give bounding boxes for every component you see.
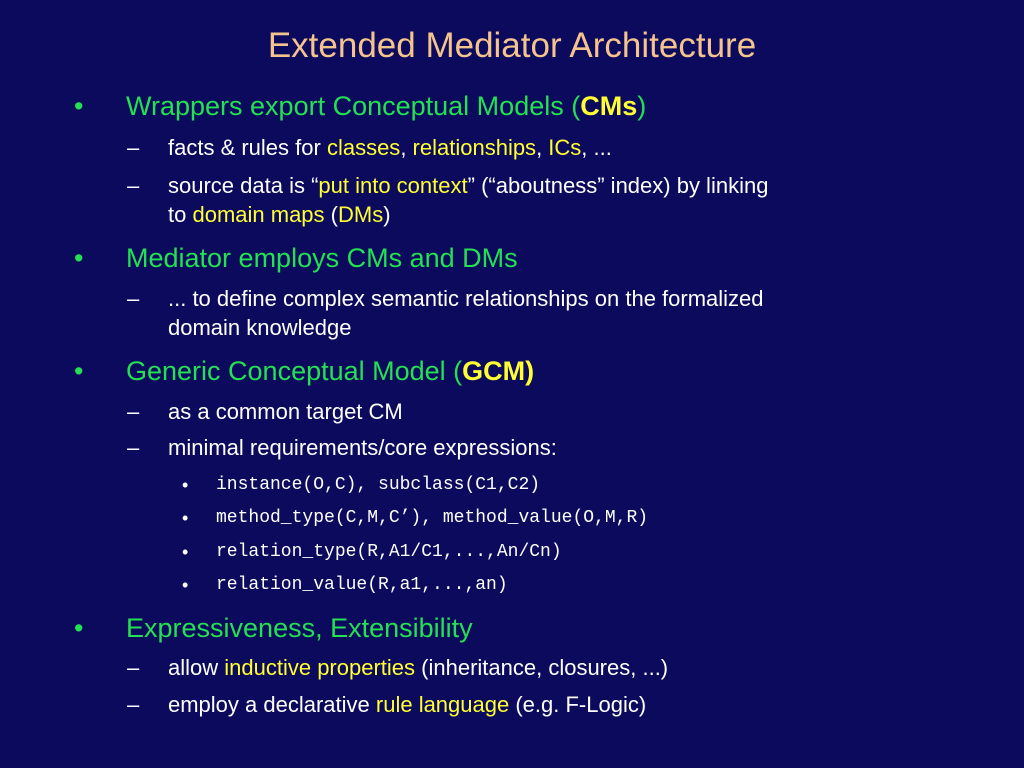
sub-bullet-common-target: – as a common target CM — [127, 399, 403, 424]
slide-title: Extended Mediator Architecture — [267, 26, 757, 65]
code-item-relation-value: • relation_value(R,a1,...,an) — [182, 575, 508, 595]
dash-icon: – — [127, 173, 140, 198]
dash-icon: – — [127, 655, 140, 680]
bullet-icon: • — [182, 542, 189, 562]
bullet-icon: • — [182, 508, 189, 528]
dash-icon: – — [127, 286, 140, 311]
code-item-instance: • instance(O,C), subclass(C1,C2) — [182, 475, 541, 495]
sub-bullet-define-complex-cont: domain knowledge — [168, 315, 352, 340]
bullet-icon: • — [74, 243, 84, 273]
sub-bullet-source-data: – source data is “put into context” (“ab… — [127, 173, 769, 198]
bullet-gcm: • Generic Conceptual Model (GCM) — [74, 356, 535, 386]
bullet-mediator: • Mediator employs CMs and DMs — [74, 243, 518, 273]
bullet-icon: • — [74, 356, 84, 386]
code-item-method: • method_type(C,M,C’), method_value(O,M,… — [182, 508, 649, 528]
sub-bullet-rule-language: – employ a declarative rule language (e.… — [127, 692, 647, 717]
dash-icon: – — [127, 435, 140, 460]
dash-icon: – — [127, 135, 140, 160]
dash-icon: – — [127, 692, 140, 717]
sub-bullet-define-complex: – ... to define complex semantic relatio… — [127, 286, 764, 311]
bullet-icon: • — [74, 91, 84, 121]
sub-bullet-inductive: – allow inductive properties (inheritanc… — [127, 655, 669, 680]
dash-icon: – — [127, 399, 140, 424]
sub-bullet-minimal-requirements: – minimal requirements/core expressions: — [127, 435, 557, 460]
code-item-relation-type: • relation_type(R,A1/C1,...,An/Cn) — [182, 542, 562, 562]
sub-bullet-source-data-cont: to domain maps (DMs) — [168, 202, 391, 227]
bullet-expressiveness: • Expressiveness, Extensibility — [74, 613, 473, 643]
bullet-icon: • — [182, 475, 189, 495]
sub-bullet-facts-rules: – facts & rules for classes, relationshi… — [127, 135, 612, 160]
bullet-icon: • — [74, 613, 84, 643]
bullet-icon: • — [182, 575, 189, 595]
bullet-wrappers: • Wrappers export Conceptual Models (CMs… — [74, 91, 647, 121]
